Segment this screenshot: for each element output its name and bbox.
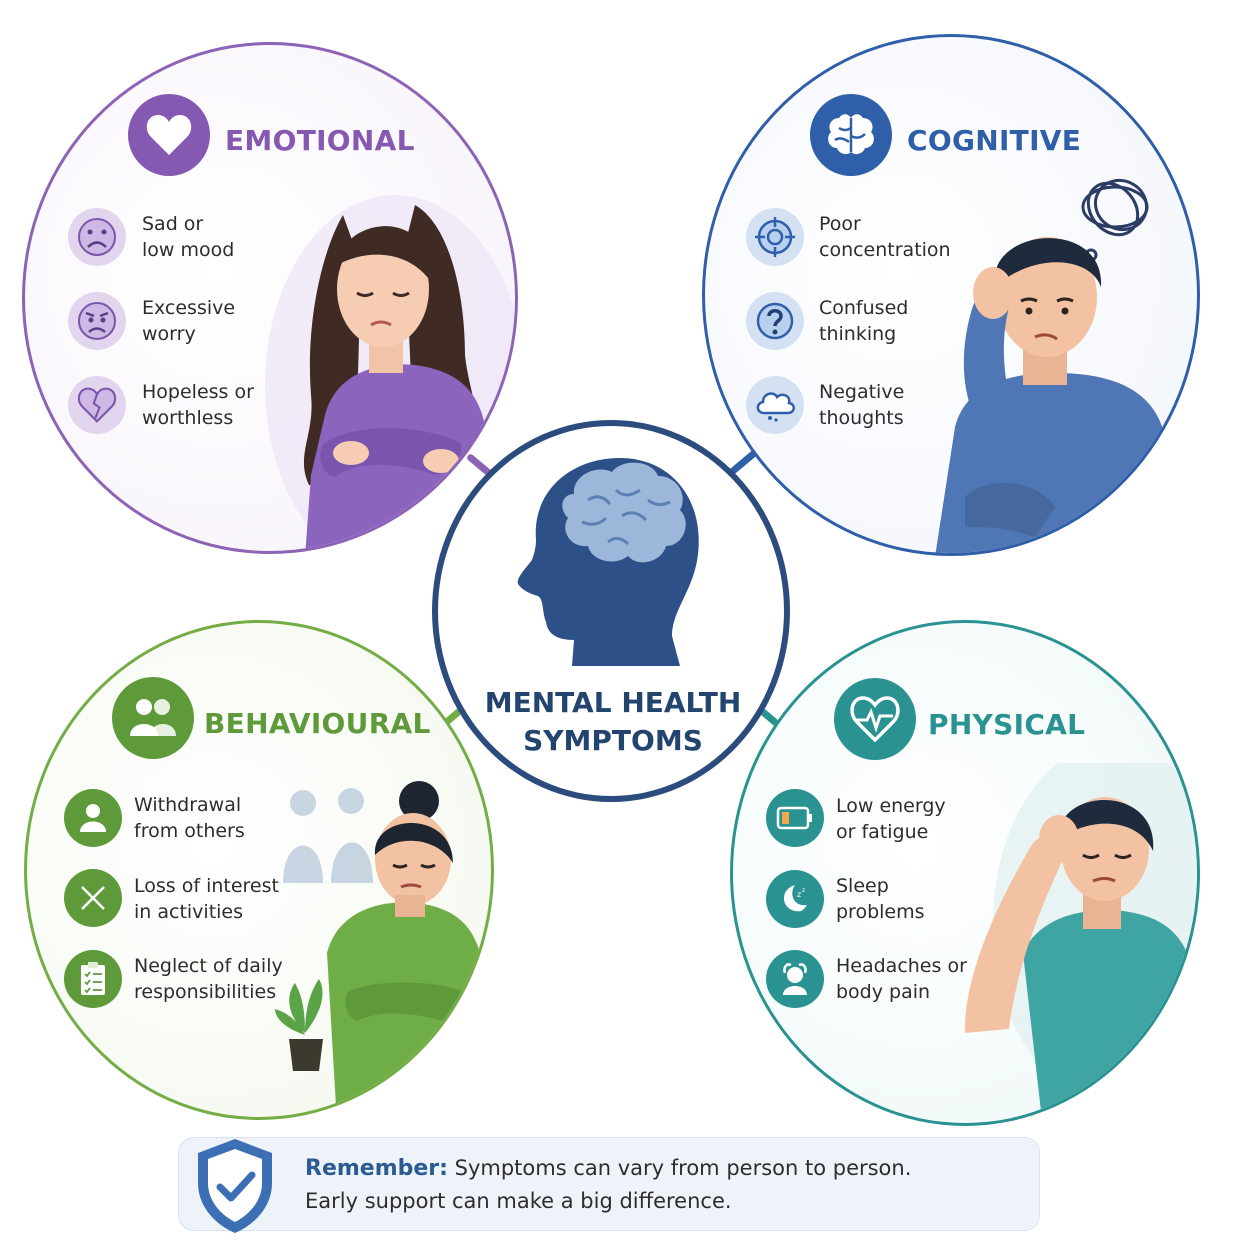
cognitive-item-3-icon [746, 376, 804, 434]
emotional-item-1-icon [68, 208, 126, 266]
people-icon [130, 699, 176, 736]
remember-line1: Symptoms can vary from person to person. [454, 1156, 912, 1180]
sad-face-icon [78, 218, 116, 256]
person-icon [80, 804, 106, 832]
emotional-title: EMOTIONAL [225, 124, 415, 157]
remember-line2: Early support can make a big difference. [305, 1189, 732, 1213]
tired-man-illustration [964, 763, 1197, 1123]
worried-face-icon [78, 302, 116, 340]
behavioural-item-2-icon [64, 869, 122, 927]
remember-text: Remember: Symptoms can vary from person … [305, 1152, 1005, 1217]
cognitive-item-1-icon [746, 208, 804, 266]
checklist-icon [81, 962, 105, 995]
cognitive-badge [810, 94, 892, 176]
withdrawn-woman-illustration [275, 781, 485, 1117]
headache-icon [783, 963, 807, 995]
target-icon [755, 217, 795, 257]
physical-circle [730, 620, 1200, 1126]
emotional-item-3-icon [68, 376, 126, 434]
remember-label: Remember: [305, 1156, 448, 1181]
cognitive-title: COGNITIVE [907, 124, 1082, 157]
physical-item-1-icon [766, 789, 824, 847]
emotional-circle [22, 42, 518, 554]
svg-text:z: z [802, 887, 805, 894]
shield-check-icon [198, 1139, 272, 1233]
head-brain-icon [517, 458, 699, 666]
cross-icon [81, 886, 105, 910]
physical-title: PHYSICAL [928, 708, 1086, 741]
physical-item-3-icon [766, 950, 824, 1008]
broken-heart-icon [77, 387, 117, 423]
heart-icon [146, 115, 192, 155]
svg-text:z: z [797, 890, 801, 899]
behavioural-title: BEHAVIOURAL [204, 707, 431, 740]
confused-man-illustration [935, 178, 1173, 553]
low-battery-icon [776, 806, 812, 830]
emotional-badge [128, 94, 210, 176]
brain-icon [828, 114, 874, 155]
cloud-icon [756, 392, 795, 422]
emotional-item-2-icon [68, 292, 126, 350]
remember-note [178, 1137, 1040, 1231]
sad-woman-illustration [265, 195, 515, 551]
cognitive-item-2-icon [746, 292, 804, 350]
question-icon [756, 302, 794, 340]
heartbeat-icon [850, 696, 900, 742]
behavioural-badge [112, 677, 194, 759]
behavioural-item-1-icon [64, 789, 122, 847]
physical-badge [834, 678, 916, 760]
behavioural-item-3-icon [64, 950, 122, 1008]
